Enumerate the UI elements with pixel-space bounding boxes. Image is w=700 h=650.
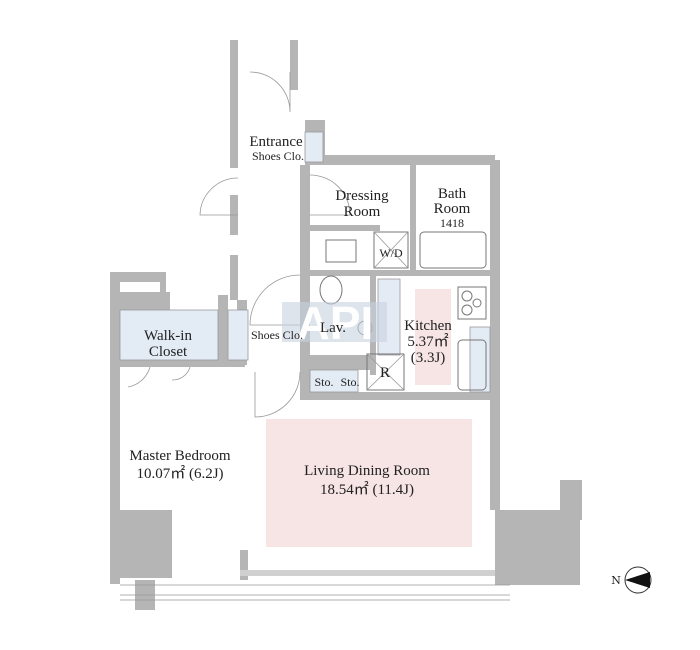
watermark: API (297, 297, 374, 349)
label-kitchen-jo: (3.3J) (411, 350, 446, 366)
refrigerator-icon (366, 353, 405, 391)
label-bath-size: 1418 (440, 216, 464, 230)
kitchen-sink-icon (457, 339, 487, 391)
compass-label: N (611, 574, 621, 587)
label-shoes-closet: Shoes Clo. (252, 149, 304, 163)
door-swing (199, 177, 239, 216)
label-living-dining-area: 18.54㎡ (11.4J) (320, 481, 414, 498)
door-swing (171, 366, 191, 381)
balcony (120, 584, 510, 601)
shoes-closet-hall (227, 309, 249, 361)
label-storage-2: Sto. (340, 375, 359, 389)
label-shoes-closet-hall: Shoes Clo. (251, 328, 303, 342)
label-dressing-room: Dressing (335, 188, 389, 204)
label-master-bedroom-area: 10.07㎡ (6.2J) (136, 465, 223, 482)
label-lav: Lav. (320, 320, 346, 336)
label-bath-room-2: Room (434, 201, 471, 217)
label-entrance: Entrance (249, 134, 303, 150)
kitchen-area-highlight (415, 289, 451, 385)
label-walk-in-closet-2: Closet (149, 344, 188, 360)
walk-in-closet-area (119, 309, 219, 361)
label-dressing-room-2: Room (344, 204, 381, 220)
washer-dryer-icon (373, 231, 409, 269)
compass-icon: N (611, 566, 652, 594)
shoes-closet-entrance (304, 131, 324, 163)
door-swing (249, 71, 291, 113)
door-swing (254, 371, 301, 418)
label-walk-in-closet: Walk-in (144, 328, 192, 344)
watermark-box (282, 302, 387, 342)
label-refrigerator: R (380, 365, 390, 381)
living-area-highlight (266, 419, 472, 547)
bathtub-icon (419, 231, 487, 269)
label-wd: W/D (379, 246, 403, 260)
washbasin-icon (325, 239, 357, 263)
label-living-dining: Living Dining Room (304, 463, 430, 479)
stove-icon (457, 286, 487, 320)
door-swing (127, 366, 151, 388)
label-kitchen-area: 5.37㎡ (407, 333, 448, 350)
label-master-bedroom: Master Bedroom (129, 448, 231, 464)
door-swing (309, 174, 351, 216)
fixtures (127, 71, 487, 418)
door-swing (249, 274, 301, 326)
label-kitchen: Kitchen (404, 318, 452, 334)
kitchen-counter (469, 326, 491, 393)
storage-area (309, 369, 359, 393)
label-bath-room: Bath (438, 186, 467, 202)
label-storage-1: Sto. (314, 375, 333, 389)
